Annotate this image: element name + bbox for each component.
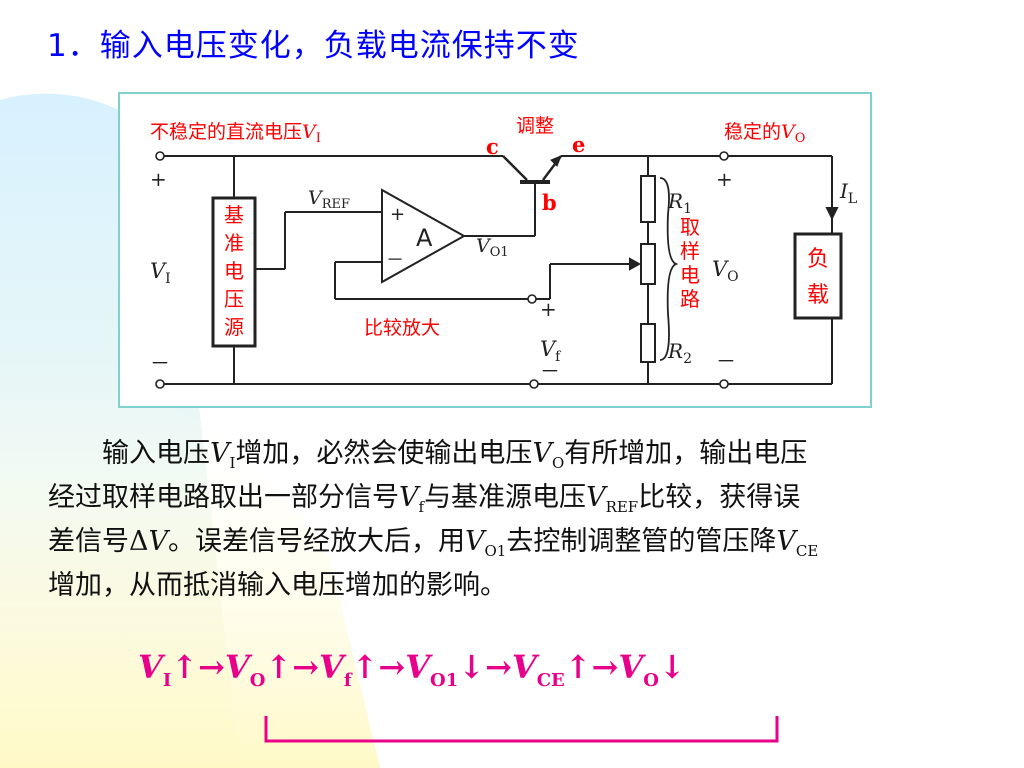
vo1-label: VO1	[476, 235, 509, 260]
vf-label: Vf	[540, 337, 562, 365]
amp-minus: －	[386, 250, 404, 271]
sampling-char-3: 电	[680, 263, 700, 287]
ref-char-2: 准	[224, 231, 244, 255]
terminal-c: c	[486, 134, 499, 159]
vo-right-label: VO	[712, 257, 739, 285]
paragraph-line-1: 输入电压VI增加，必然会使输出电压VO有所增加，输出电压	[102, 438, 808, 472]
input-label: 不稳定的直流电压VI	[150, 121, 321, 146]
paragraph-line-4: 增加，从而抵消输入电压增加的影响。	[48, 570, 507, 601]
causal-chain: VI↑→VO↑→Vf↑→VO1↓→VCE↑→VO↓	[138, 648, 686, 691]
r1-label: R1	[667, 189, 692, 217]
il-label: IL	[839, 179, 857, 207]
vi-label: VI	[150, 259, 171, 287]
paragraph-line-2: 经过取样电路取出一部分信号Vf与基准源电压VREF比较，获得误	[48, 482, 801, 516]
ref-char-5: 源	[224, 315, 244, 339]
vref-label: VREF	[308, 187, 350, 212]
sampling-char-1: 取	[680, 215, 700, 239]
output-minus: －	[716, 349, 736, 373]
sampling-char-2: 样	[680, 239, 700, 263]
ref-char-4: 压	[224, 287, 244, 311]
terminal-e: e	[572, 132, 585, 157]
input-minus: －	[150, 351, 170, 375]
resistors	[629, 175, 656, 363]
terminal-circles	[155, 151, 729, 389]
op-amp-symbol: A + －	[381, 188, 467, 284]
circuit-wires	[162, 155, 833, 385]
input-plus: +	[150, 167, 167, 191]
output-plus: +	[716, 167, 733, 191]
terminal-b: b	[542, 190, 557, 215]
r2-label: R2	[667, 339, 692, 367]
vf-plus: +	[540, 297, 557, 321]
load-block: 负 载	[793, 232, 843, 320]
ref-char-1: 基	[224, 203, 244, 227]
reference-source-block: 基 准 电 压 源	[211, 196, 257, 348]
vf-minus: －	[540, 359, 560, 383]
load-char-2: 载	[807, 283, 829, 308]
sampling-char-4: 路	[680, 287, 700, 311]
explanation-paragraph: 输入电压VI增加，必然会使输出电压VO有所增加，输出电压 经过取样电路取出一部分…	[48, 432, 980, 608]
amp-label: A	[416, 224, 433, 252]
amp-plus: +	[390, 204, 405, 225]
ref-char-3: 电	[224, 259, 244, 283]
transistor-symbol	[502, 155, 562, 184]
compare-amp-label: 比较放大	[364, 317, 440, 339]
circuit-diagram: A + － 基 准 电 压 源 负 载	[118, 92, 872, 408]
load-char-1: 负	[807, 247, 829, 272]
output-label: 稳定的VO	[724, 121, 805, 146]
paragraph-line-3: 差信号ΔV。误差信号经放大后，用VO1去控制调整管的管压降VCE	[48, 526, 819, 560]
page-title: 1．输入电压变化，负载电流保持不变	[47, 28, 580, 64]
sampling-brace	[659, 177, 679, 361]
adjust-label: 调整	[516, 115, 554, 137]
load-current-arrow	[825, 178, 839, 221]
